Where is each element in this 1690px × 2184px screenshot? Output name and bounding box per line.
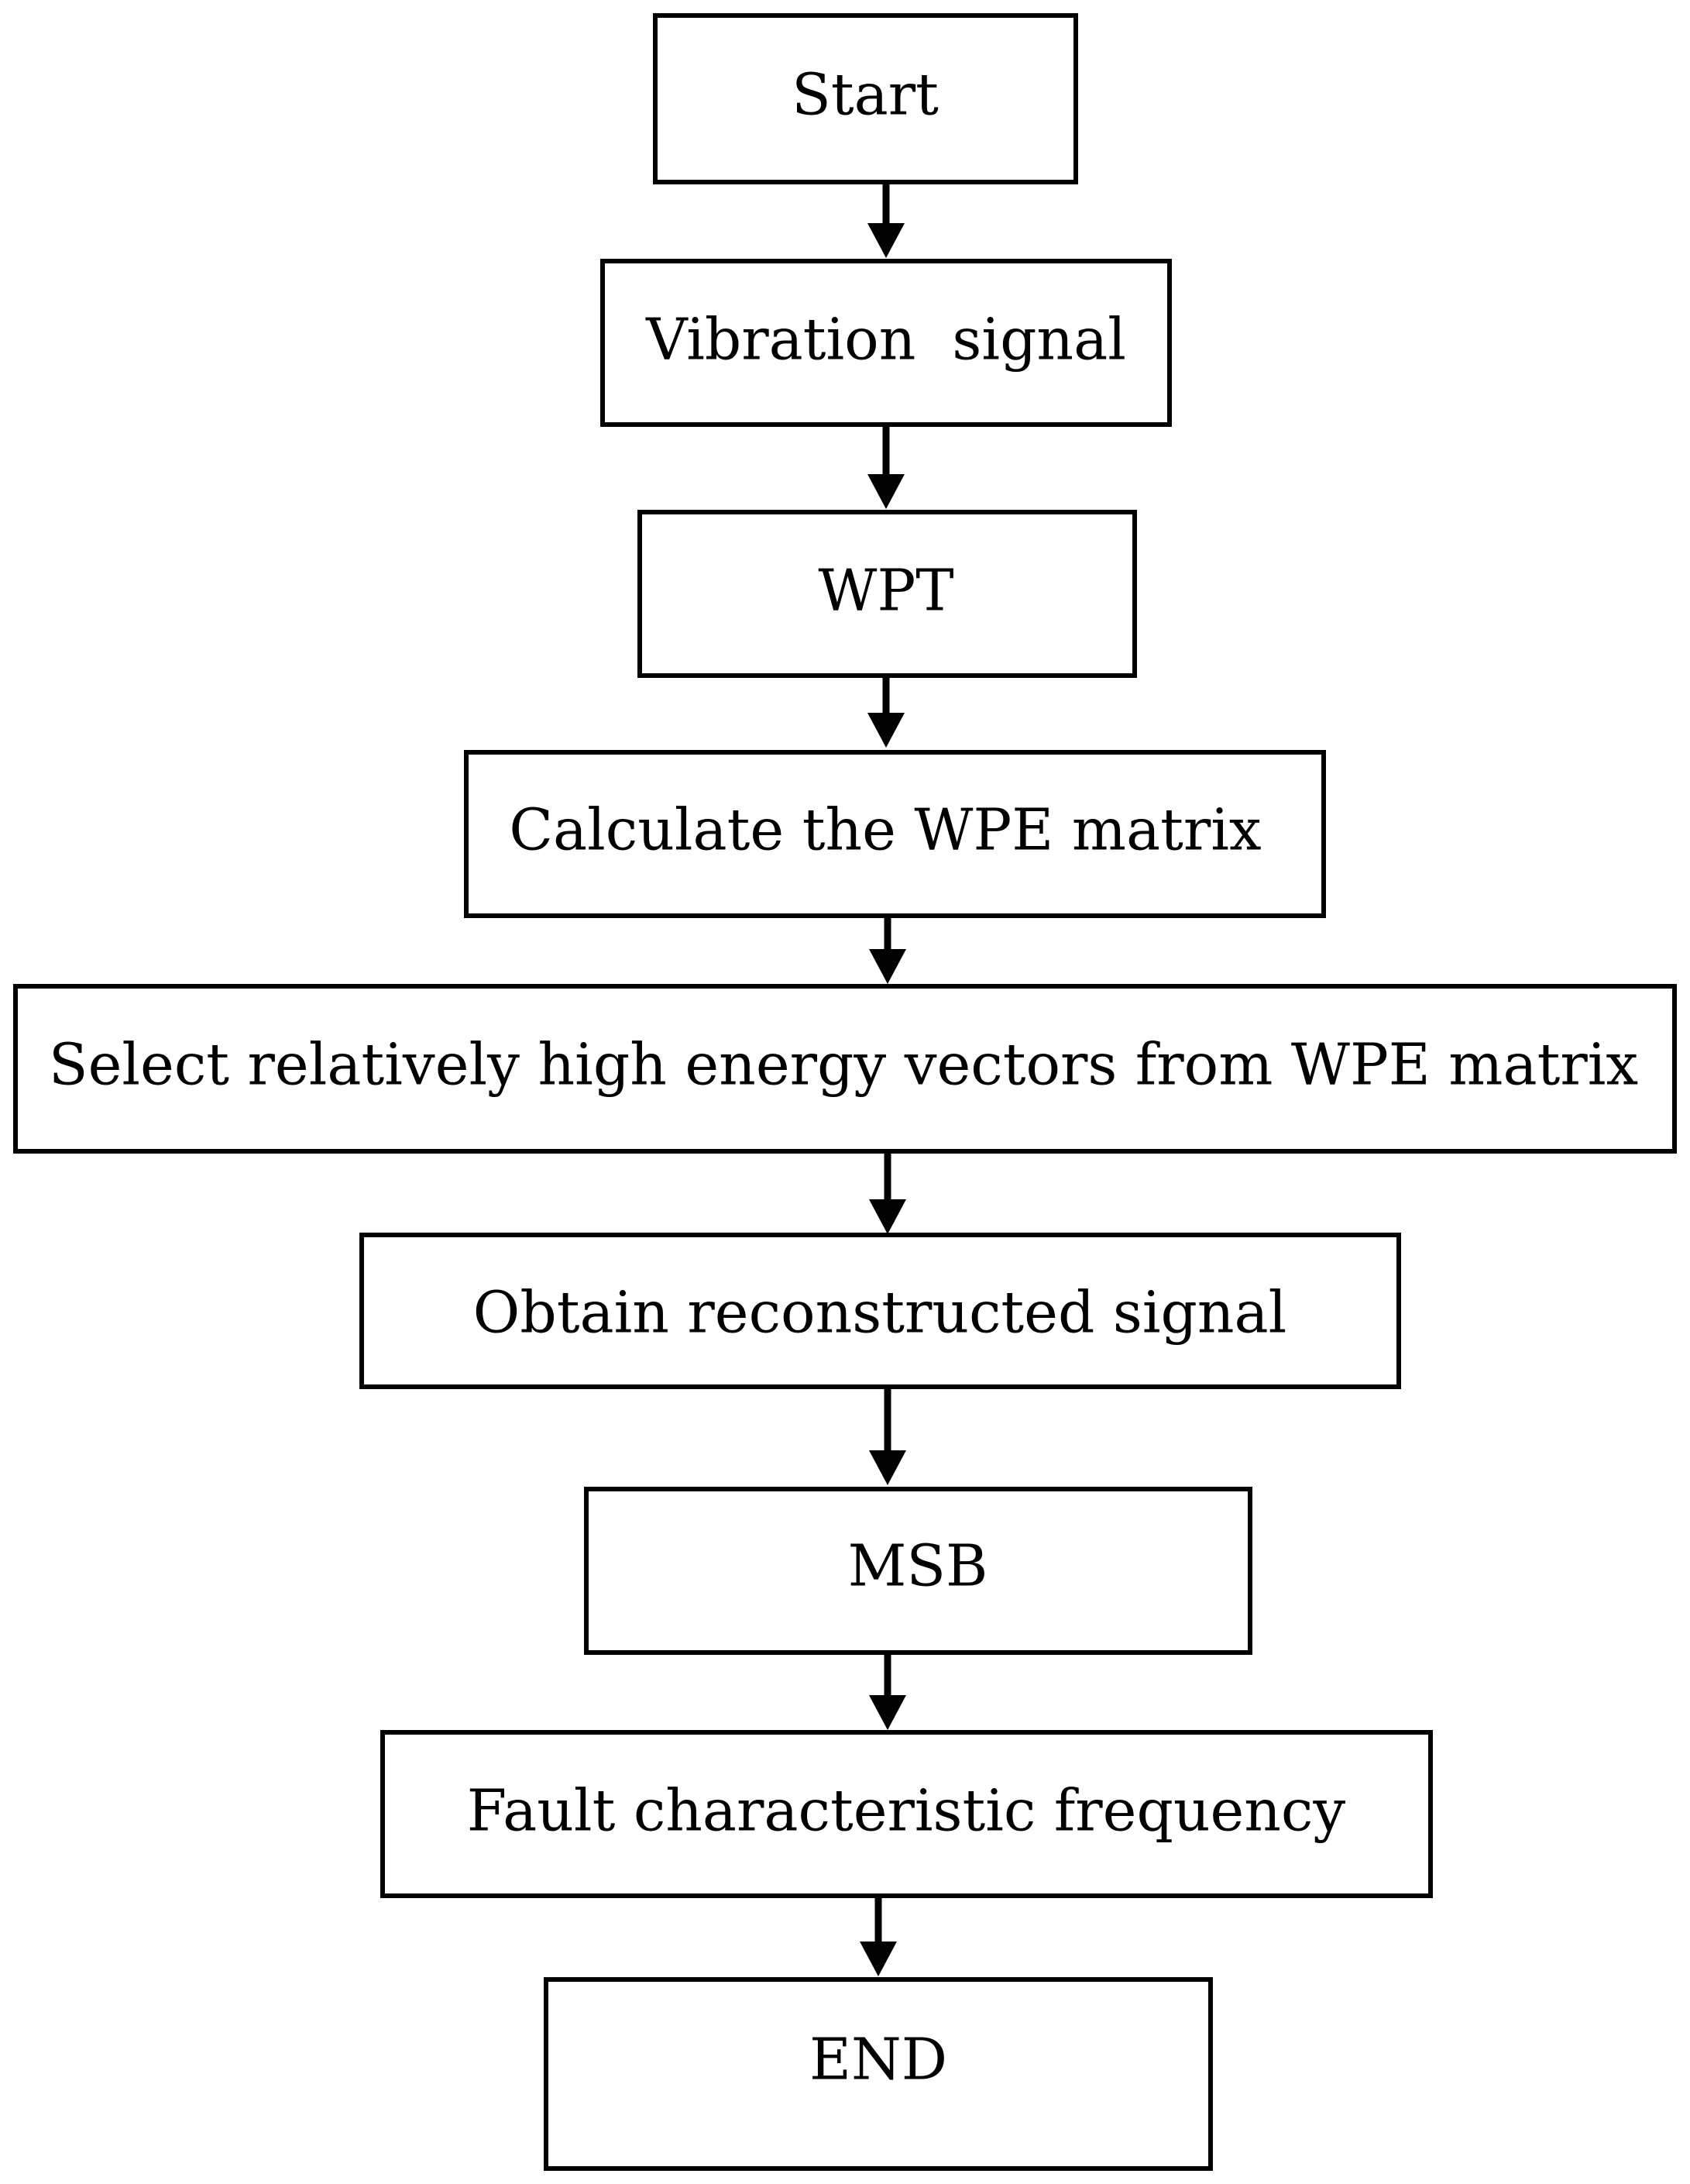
step-end-label: END	[809, 2026, 947, 2093]
arrow-vibration-to-wpt	[867, 425, 905, 509]
step-msb-box	[584, 1487, 1252, 1655]
step-select-vectors: Select relatively high energy vectors fr…	[13, 984, 1677, 1154]
step-fault-frequency: Fault characteristic frequency	[380, 1730, 1433, 1898]
step-select-vectors-label: Select relatively high energy vectors fr…	[49, 1031, 1638, 1098]
arrow-start-to-vibration	[867, 182, 905, 258]
step-vibration-signal: Vibration signal	[600, 259, 1172, 427]
step-wpt-label: WPT	[818, 557, 953, 624]
step-wpt-box	[637, 510, 1137, 678]
step-obtain-reconstructed-box	[359, 1233, 1401, 1389]
step-end-box	[544, 1977, 1213, 2171]
step-msb: MSB	[584, 1487, 1252, 1655]
step-start-box	[653, 13, 1078, 184]
step-fault-frequency-box	[380, 1730, 1433, 1898]
arrow-obtain-to-msb	[869, 1387, 906, 1485]
step-calculate-wpe-box	[464, 750, 1326, 918]
step-wpt: WPT	[637, 510, 1137, 678]
step-calculate-wpe: Calculate the WPE matrix	[464, 750, 1326, 918]
step-fault-frequency-label: Fault characteristic frequency	[467, 1777, 1346, 1844]
step-end: END	[544, 1977, 1213, 2171]
step-calculate-wpe-label: Calculate the WPE matrix	[509, 796, 1261, 863]
step-obtain-reconstructed-label: Obtain reconstructed signal	[473, 1279, 1287, 1346]
step-vibration-signal-box	[600, 259, 1172, 427]
arrow-fault-to-end	[860, 1896, 897, 1976]
arrow-msb-to-fault	[869, 1653, 906, 1730]
step-select-vectors-box	[13, 984, 1677, 1154]
arrow-wpt-to-calculate	[867, 676, 905, 748]
arrow-calculate-to-select	[869, 916, 906, 984]
step-msb-label: MSB	[848, 1532, 988, 1599]
step-start: Start	[653, 13, 1078, 184]
arrow-select-to-obtain	[869, 1151, 906, 1234]
step-obtain-reconstructed: Obtain reconstructed signal	[359, 1233, 1401, 1389]
step-start-label: Start	[792, 61, 939, 128]
step-vibration-signal-label: Vibration signal	[645, 306, 1126, 373]
